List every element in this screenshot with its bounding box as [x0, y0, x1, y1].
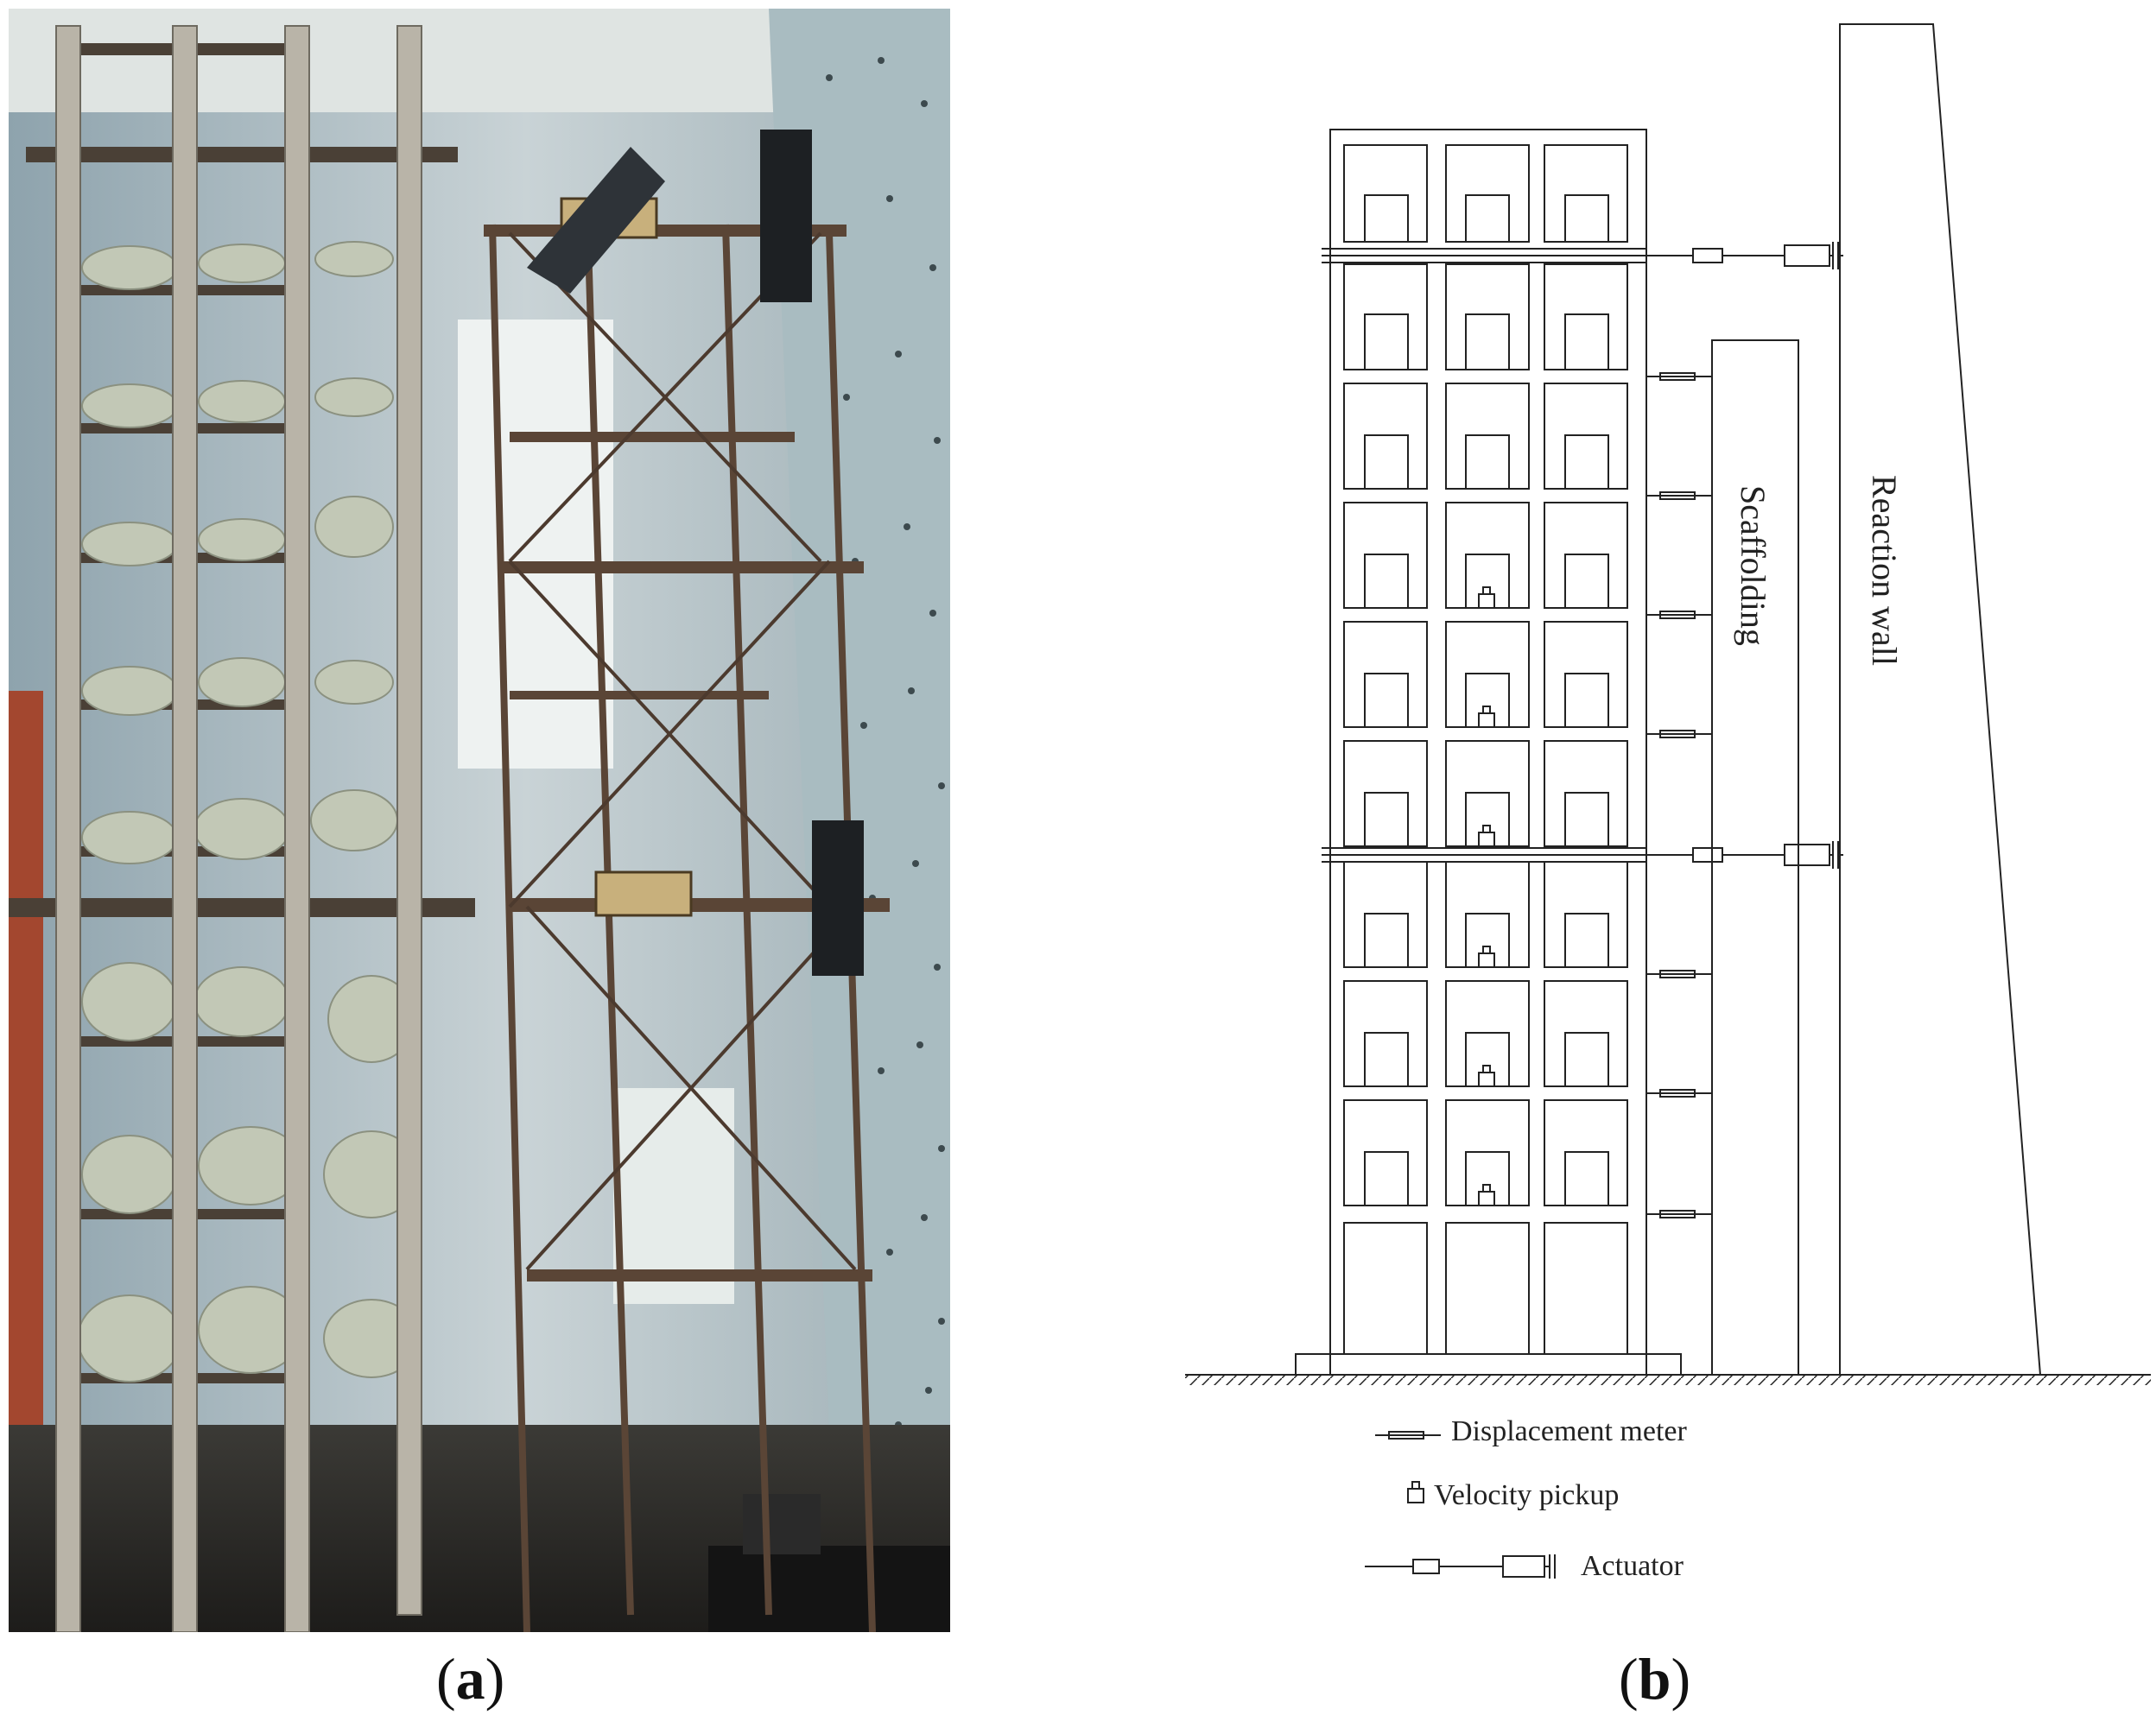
- legend-displacement-symbol: [1375, 1431, 1441, 1440]
- mass-blocks: [1364, 194, 1609, 1206]
- legend-displacement-label: Displacement meter: [1451, 1415, 1688, 1447]
- panel-label-a: (a): [436, 1646, 505, 1712]
- window-light-lower: [613, 1088, 734, 1304]
- photo-actuator-arm: [527, 147, 665, 294]
- loading-beams: [1322, 248, 1646, 863]
- bolt-holes: [826, 57, 945, 1428]
- sandbags: [77, 241, 420, 1383]
- scaffold-bracing: [508, 231, 857, 1271]
- actuator-lower: [1646, 841, 1843, 869]
- base-plate-left: [1295, 1353, 1331, 1376]
- scaffolding: [1711, 339, 1799, 1376]
- panel-letter-a: a: [455, 1646, 485, 1712]
- monitor: [743, 1494, 821, 1554]
- building-bays: [1343, 144, 1628, 1355]
- building-outline: [1329, 129, 1647, 1376]
- control-box: [708, 1546, 950, 1632]
- reaction-wall: [1839, 23, 2042, 1376]
- legend-velocity-label: Velocity pickup: [1434, 1479, 1619, 1511]
- ground-hatch: [1185, 1375, 2151, 1385]
- legend-actuator-label: Actuator: [1581, 1550, 1684, 1582]
- legend-actuator-symbol: [1365, 1554, 1556, 1579]
- displacement-meters: [1646, 372, 1712, 1218]
- base-plate-right: [1646, 1353, 1682, 1376]
- test-structure-photo: [9, 9, 950, 1632]
- photo-columns: [55, 25, 422, 1632]
- panel-letter-b: b: [1638, 1646, 1671, 1712]
- actuator-upper: [1646, 242, 1843, 269]
- reaction-wall-label: Reaction wall: [1865, 475, 1904, 666]
- base-strip: [1329, 1353, 1647, 1376]
- legend-velocity-symbol: [1407, 1481, 1424, 1503]
- photo-actuator-plate-lower: [812, 820, 864, 976]
- velocity-pickups: [1478, 586, 1495, 1206]
- scaffolding-label: Scaffolding: [1734, 485, 1772, 646]
- photo-actuator-plate: [760, 130, 812, 302]
- panel-label-b: (b): [1619, 1646, 1691, 1712]
